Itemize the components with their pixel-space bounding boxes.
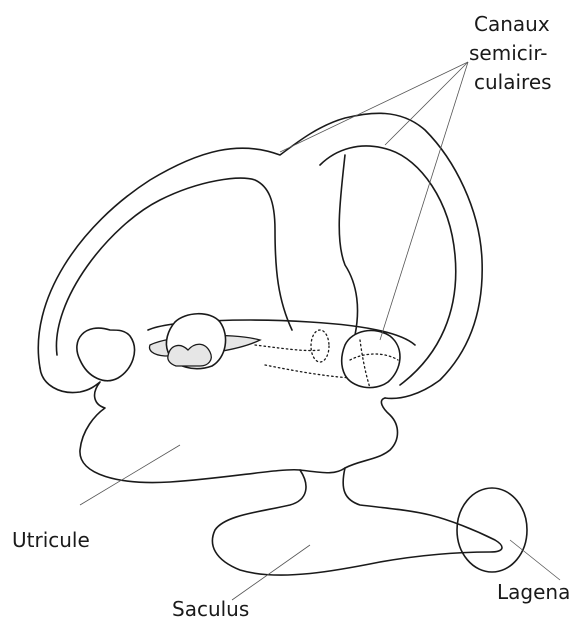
ampulla-right (342, 330, 400, 387)
saccule-outline (212, 468, 502, 575)
label-culaires: culaires (474, 70, 552, 95)
label-semicir: semicir- (469, 41, 547, 66)
crus-cross-section (311, 330, 329, 362)
label-canaux: Canaux (474, 12, 550, 37)
leader-canaux-3 (380, 62, 468, 340)
label-saculus: Saculus (172, 597, 249, 622)
semicircular-canals-crus (339, 155, 357, 335)
horizontal-canal-hidden-upper (255, 345, 320, 351)
label-utricule: Utricule (12, 528, 90, 553)
utricle-outline (40, 368, 398, 483)
leader-canaux-1 (280, 62, 468, 152)
lagena-outline (457, 488, 527, 572)
label-lagena: Lagena (497, 580, 570, 605)
ampulla-left (77, 328, 135, 381)
leader-saculus (232, 545, 310, 600)
leader-utricule (80, 445, 180, 505)
